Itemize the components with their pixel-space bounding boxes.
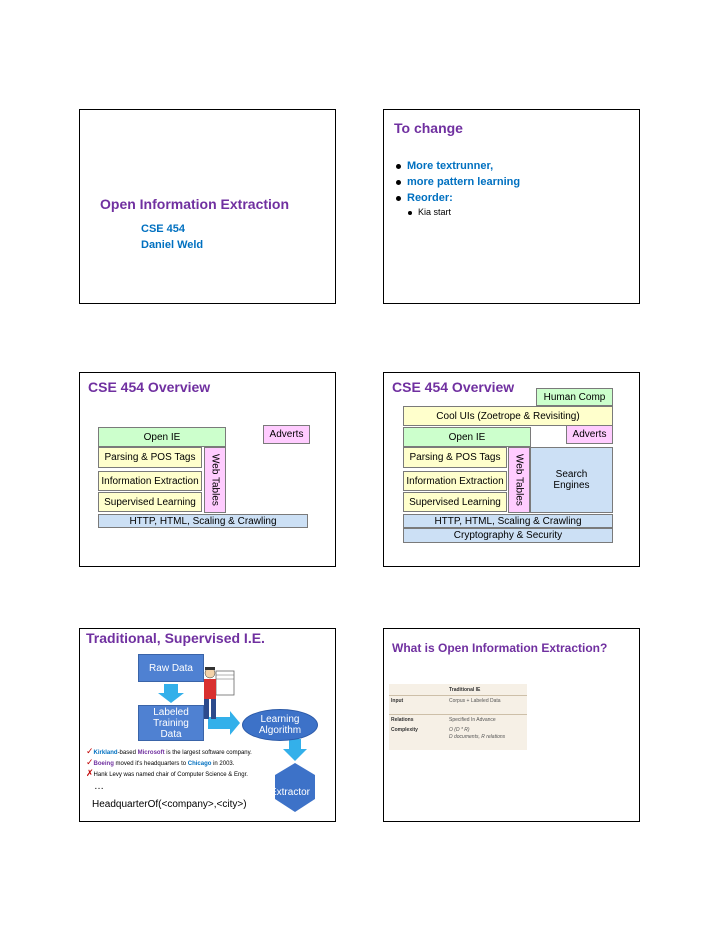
extractor-shape (275, 763, 315, 812)
table-row-value: D documents, R relations (449, 734, 506, 740)
bullet-list: More textrunner, more pattern learning R… (396, 158, 520, 219)
example-line: ✗Hank Levy was named chair of Computer S… (86, 768, 248, 779)
list-item: More textrunner, (396, 158, 520, 174)
list-item: Reorder: (396, 190, 520, 206)
supervised-learning-box: Supervised Learning (98, 492, 202, 512)
slide-title-heading: Traditional, Supervised I.E. (86, 630, 265, 646)
http-box: HTTP, HTML, Scaling & Crawling (403, 514, 613, 528)
table-row-value: Corpus + Labeled Data (449, 698, 501, 704)
person-icon (204, 667, 235, 719)
comparison-table: Traditional IE Input Corpus + Labeled Da… (389, 684, 527, 750)
diagram-arrows (158, 684, 315, 812)
parsing-box: Parsing & POS Tags (98, 447, 202, 468)
parsing-box: Parsing & POS Tags (403, 447, 507, 468)
table-row-value: Specified In Advance (449, 717, 496, 723)
slide-to-change: To change More textrunner, more pattern … (383, 109, 640, 304)
table-row-label: Relations (391, 717, 414, 723)
table-header: Traditional IE (449, 687, 481, 693)
adverts-box: Adverts (566, 425, 613, 444)
course-label: CSE 454 (141, 223, 186, 235)
slide-title-heading: CSE 454 Overview (392, 379, 515, 395)
supervised-learning-box: Supervised Learning (403, 492, 507, 512)
author-label: Daniel Weld (141, 239, 204, 251)
ellipsis: … (94, 781, 104, 792)
labeled-training-data-box: Labeled Training Data (138, 705, 204, 741)
arrow-down-icon (158, 684, 184, 703)
list-item: more pattern learning (396, 174, 520, 190)
open-ie-box: Open IE (98, 427, 226, 447)
slide-title-heading: Open Information Extraction (100, 196, 290, 212)
learning-algorithm-label: Learning Algorithm (258, 714, 302, 736)
slide-overview-2: CSE 454 Overview Human Comp Cool UIs (Zo… (383, 372, 640, 567)
cool-uis-box: Cool UIs (Zoetrope & Revisiting) (403, 406, 613, 426)
information-extraction-box: Information Extraction (98, 471, 202, 491)
table-row-value: O (D * R) (449, 727, 470, 733)
relation-label: HeadquarterOf(<company>,<city>) (92, 799, 247, 810)
search-engines-box: Search Engines (530, 447, 613, 513)
slide-title-heading: What is Open Information Extraction? (392, 641, 608, 655)
open-ie-box: Open IE (403, 427, 531, 447)
slide-title-heading: To change (394, 120, 463, 136)
extractor-label: Extractor (269, 787, 310, 798)
slide-traditional-ie: Traditional, Supervised I.E. Raw Data La… (79, 628, 336, 822)
http-box: HTTP, HTML, Scaling & Crawling (98, 514, 308, 528)
cryptography-box: Cryptography & Security (403, 528, 613, 543)
human-comp-box: Human Comp (536, 388, 613, 406)
table-row-label: Complexity (391, 727, 418, 733)
arrow-down-icon (283, 739, 307, 761)
slide-title-heading: CSE 454 Overview (88, 379, 211, 395)
sub-list-item: Kia start (396, 206, 520, 219)
example-line: ✓Kirkland-based Microsoft is the largest… (86, 746, 252, 757)
slide-what-is-open-ie: What is Open Information Extraction? Tra… (383, 628, 640, 822)
information-extraction-box: Information Extraction (403, 471, 507, 491)
raw-data-box: Raw Data (138, 654, 204, 682)
example-sentences: ✓Kirkland-based Microsoft is the largest… (86, 747, 252, 780)
adverts-box: Adverts (263, 425, 310, 444)
slide-title: Open Information Extraction CSE 454 Dani… (79, 109, 336, 304)
web-tables-box: Web Tables (204, 447, 226, 513)
learning-algorithm-ellipse: Learning Algorithm (242, 709, 318, 741)
example-line: ✓Boeing moved it's headquarters to Chica… (86, 757, 235, 768)
slide-overview-1: CSE 454 Overview Adverts Open IE Parsing… (79, 372, 336, 567)
table-row-label: Input (391, 698, 404, 704)
web-tables-box: Web Tables (508, 447, 530, 513)
